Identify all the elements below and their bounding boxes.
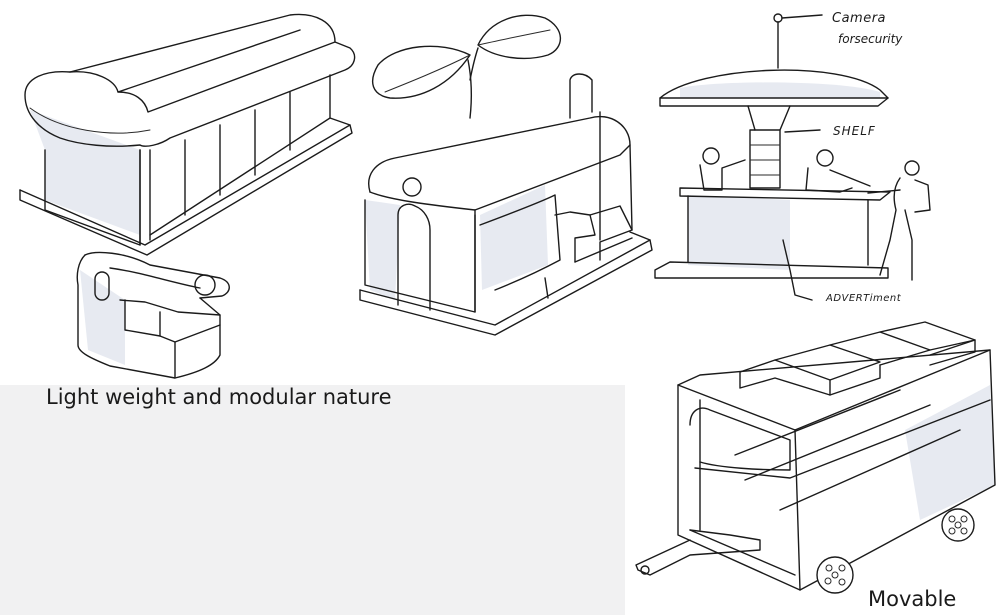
leaf-sketch (373, 15, 561, 118)
caption-modular: Light weight and modular nature (46, 385, 392, 409)
advertisement-note: ADVERTiment (826, 293, 902, 304)
modular-cabin-sketch (20, 14, 355, 255)
caption-movable: Movable (868, 587, 957, 611)
umbrella-kiosk-sketch (655, 14, 930, 300)
shelf-note: SHELF (833, 124, 876, 138)
caption-panel (0, 385, 625, 615)
small-pod-sketch (77, 252, 229, 378)
movable-cart-sketch (636, 322, 995, 593)
camera-note-line1: Camera (832, 11, 887, 26)
kiosk-with-door-sketch (360, 74, 652, 335)
camera-note-line2: forsecurity (838, 32, 903, 46)
